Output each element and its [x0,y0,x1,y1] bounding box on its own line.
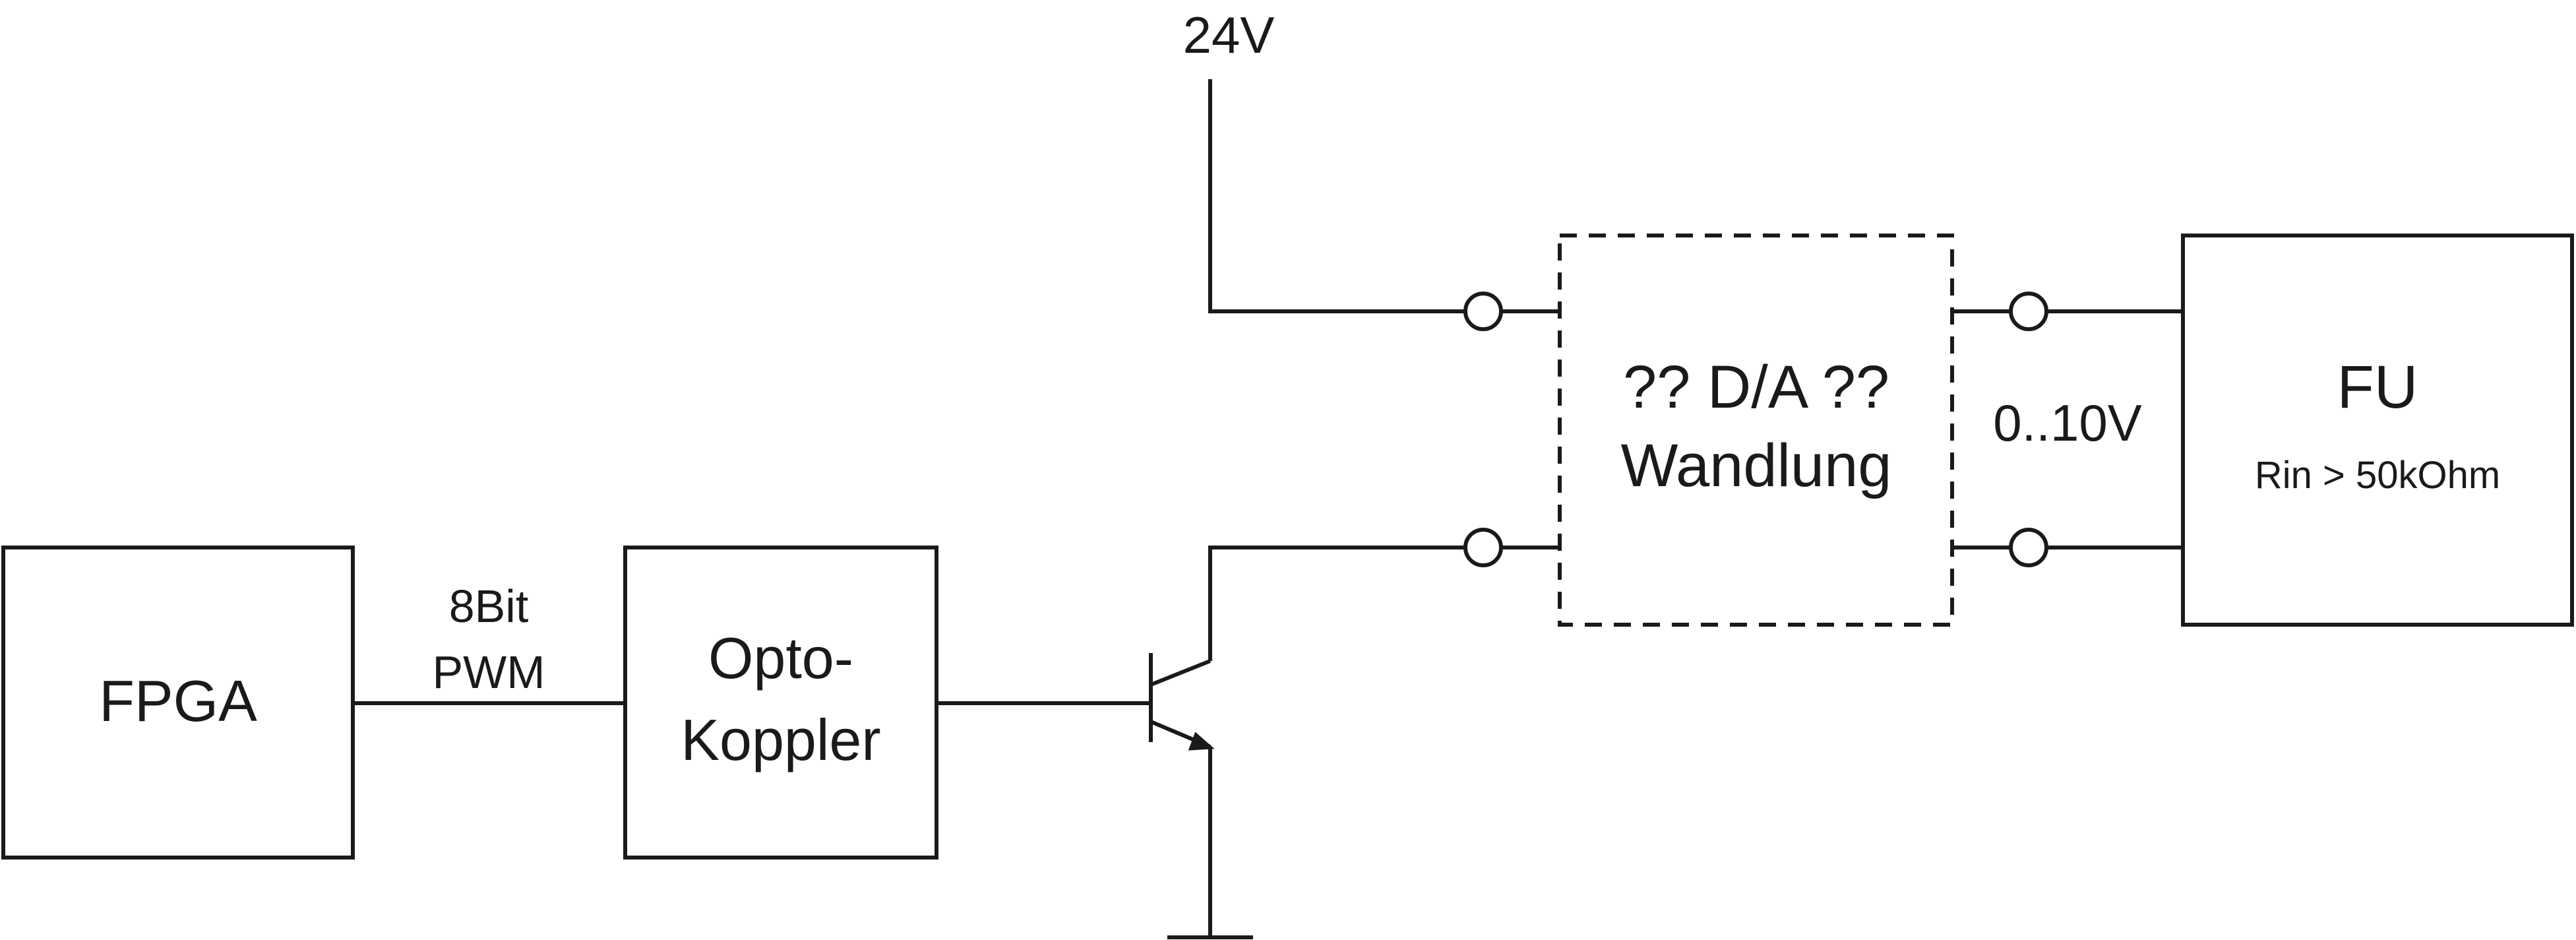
supply-voltage-label: 24V [1183,6,1275,64]
input-terminal-top [1463,292,1503,331]
output-terminal-top [2009,292,2048,331]
output-range-label: 0..10V [1993,394,2142,452]
da-converter-block [1558,234,1954,627]
fpga-label: FPGA [99,668,257,734]
fu-sublabel: Rin > 50kOhm [2255,454,2500,497]
signal-label-line1: 8Bit [449,580,529,632]
fu-block [2181,234,2574,627]
optocoupler-block [623,546,938,860]
optocoupler-label-line2: Koppler [681,707,880,772]
signal-label-line2: PWM [432,646,545,698]
optocoupler-label-line1: Opto- [708,625,853,691]
supply-wire [1208,79,1465,313]
fpga-block [1,546,355,860]
input-terminal-bottom [1463,528,1503,567]
da-converter-label-line1: ?? D/A ?? [1623,354,1889,421]
output-terminal-bottom [2009,528,2048,567]
fu-label: FU [2337,354,2418,421]
npn-transistor-icon [1149,546,1465,937]
da-converter-label-line2: Wandlung [1621,432,1892,499]
